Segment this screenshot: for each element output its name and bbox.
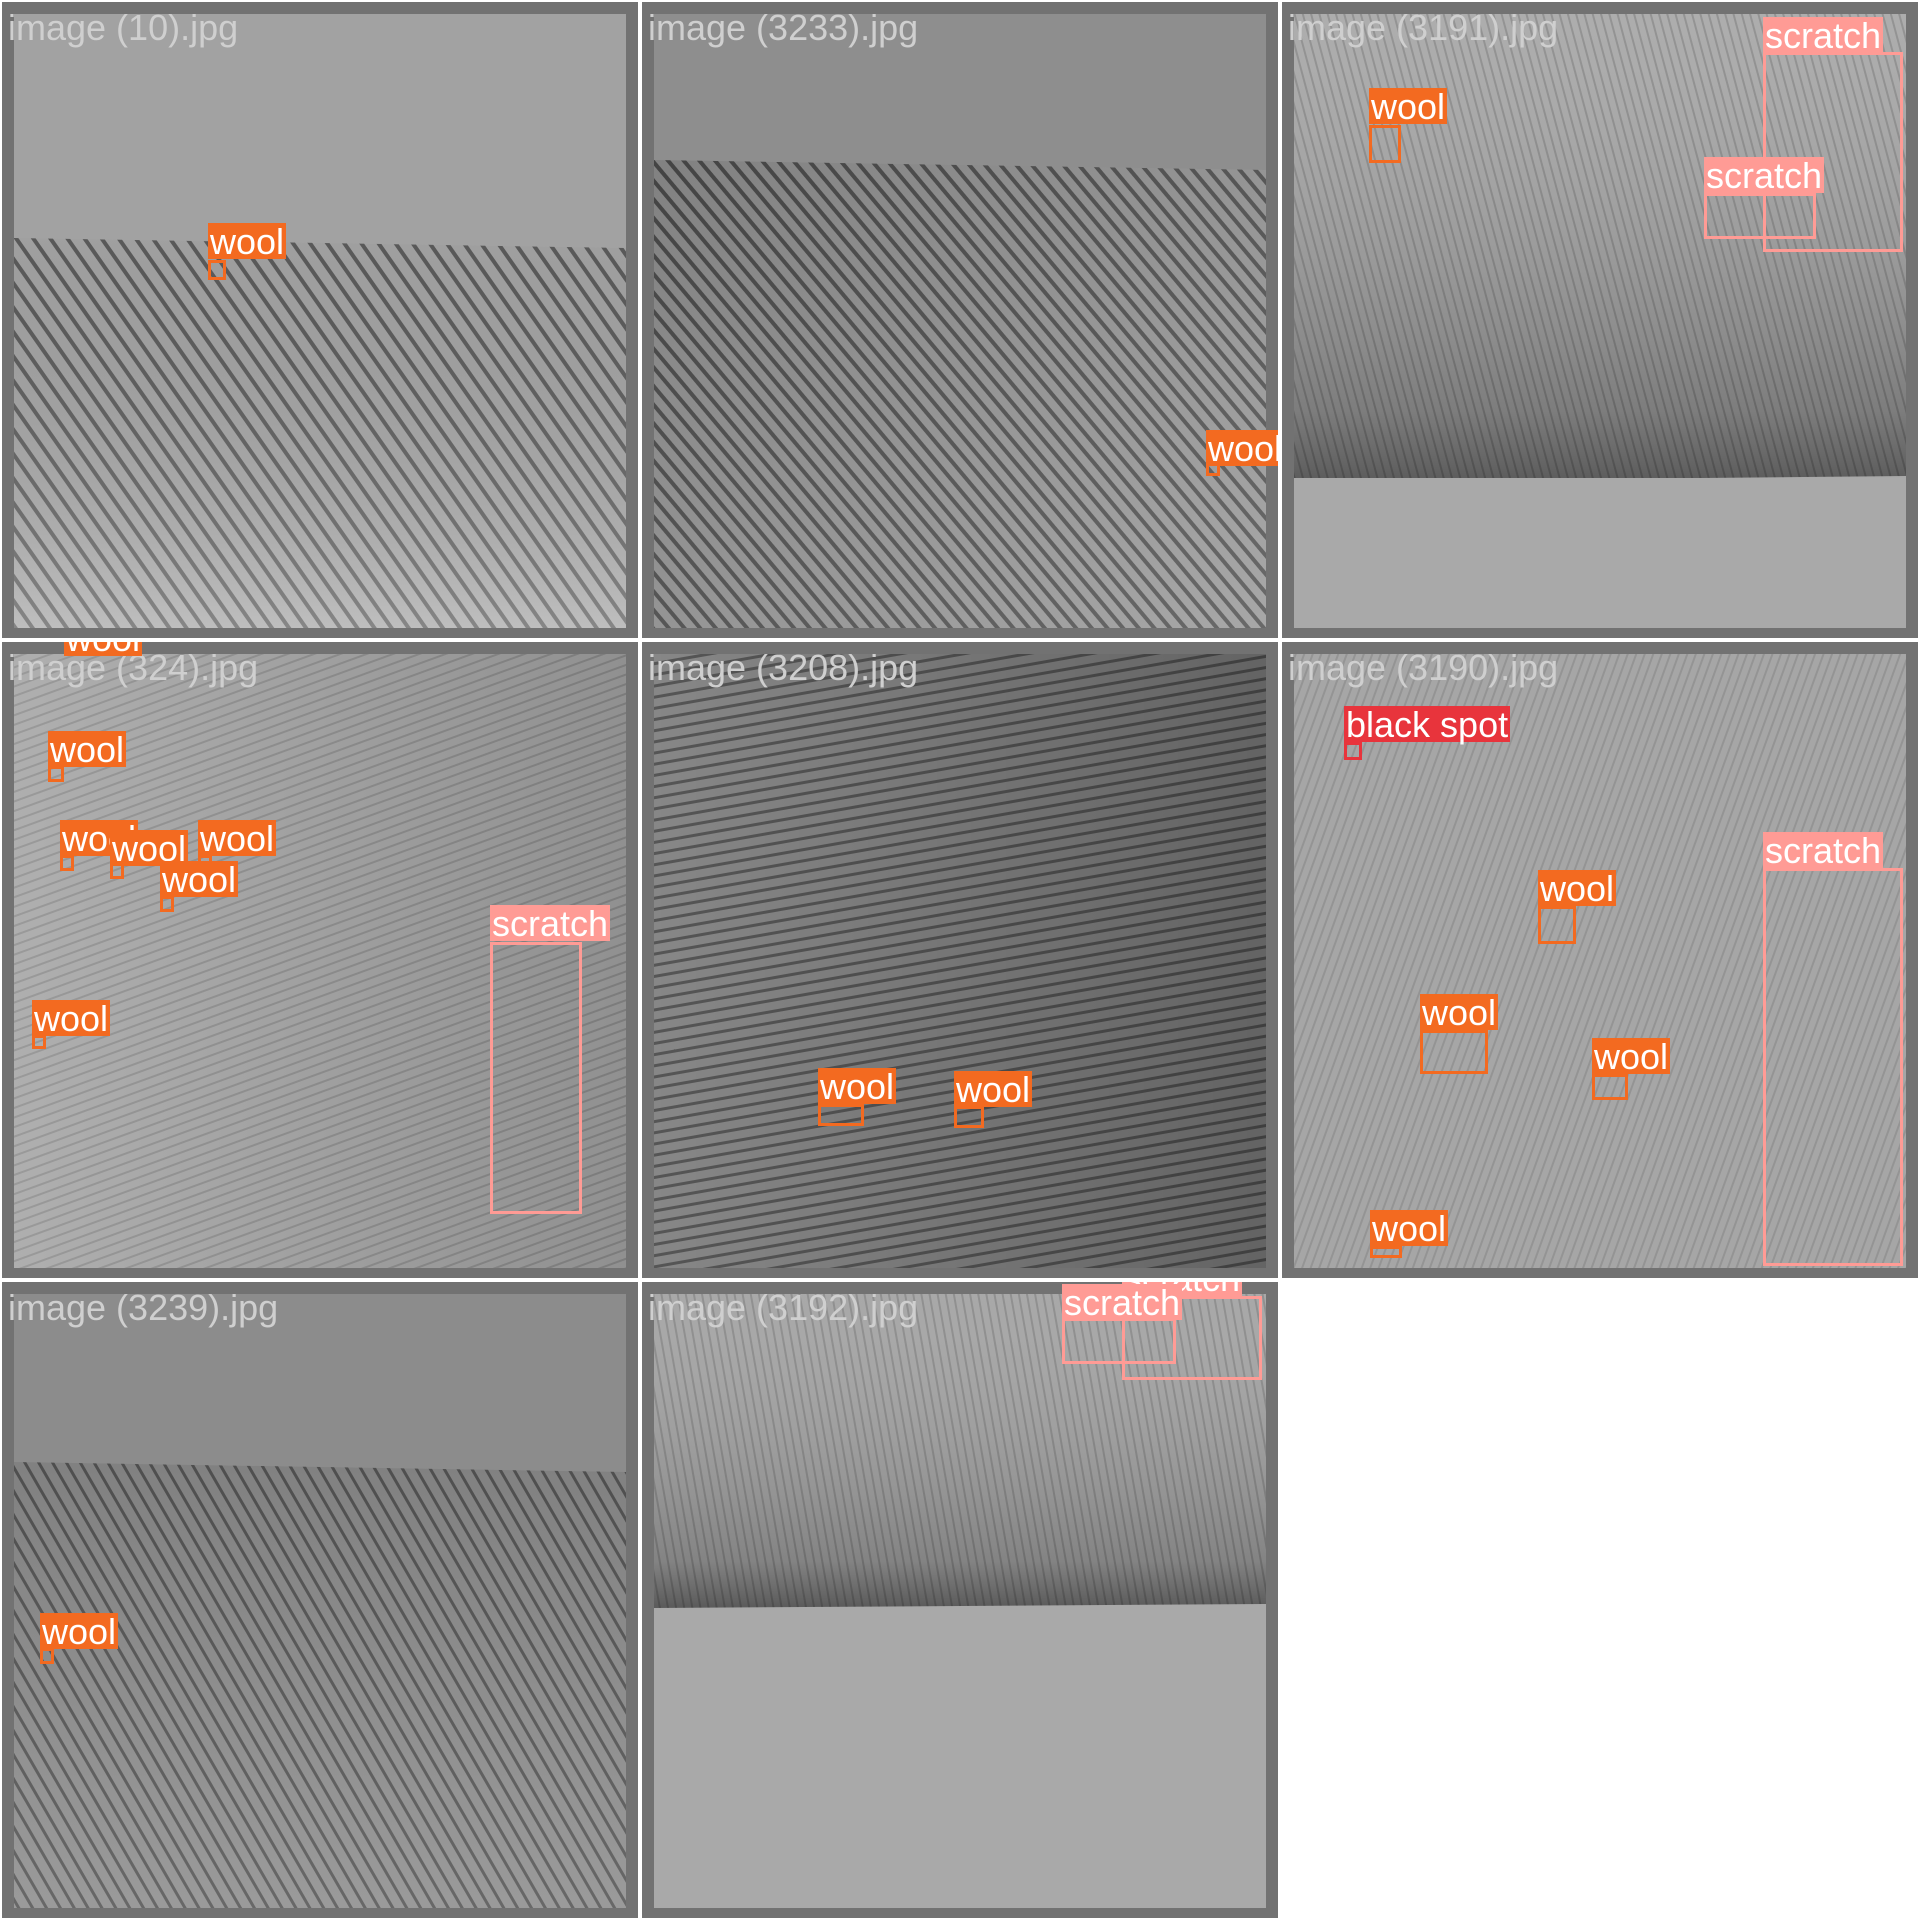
- tile-title: image (3233).jpg: [648, 7, 919, 48]
- tile-image-3190[interactable]: image (3190).jpg black spot wool wool wo…: [1282, 642, 1918, 1278]
- detection-box-wool[interactable]: [1370, 1246, 1402, 1258]
- lens-photo: [654, 14, 1266, 628]
- detection-box-wool[interactable]: [60, 855, 74, 871]
- detection-label: wool: [64, 642, 143, 658]
- detection-box-wool[interactable]: [1592, 1074, 1628, 1100]
- detection-label: wool: [32, 998, 111, 1039]
- tile-title: image (3192).jpg: [648, 1287, 919, 1328]
- tile-image-3208[interactable]: image (3208).jpg wool wool: [642, 642, 1278, 1278]
- detection-box-scratch[interactable]: [1704, 193, 1816, 239]
- detection-box-wool[interactable]: [160, 896, 174, 912]
- detection-box-scratch[interactable]: [1763, 52, 1903, 252]
- detection-box-wool[interactable]: [40, 1648, 54, 1664]
- tile-title: image (3190).jpg: [1288, 647, 1559, 688]
- tile-title: image (10).jpg: [8, 7, 239, 48]
- tile-image-324[interactable]: image (324).jpg wool wool wool wool wool…: [2, 642, 638, 1278]
- detection-label: scratch: [1763, 15, 1884, 56]
- detection-label: scratch: [1763, 830, 1884, 871]
- detection-label: wool: [198, 818, 277, 859]
- detection-label: scratch: [1062, 1282, 1183, 1323]
- detection-box-wool[interactable]: [1538, 906, 1576, 944]
- detection-label: wool: [1592, 1036, 1671, 1077]
- detection-box-wool[interactable]: [954, 1106, 984, 1128]
- detection-box-black-spot[interactable]: [1344, 742, 1362, 760]
- tile-image-3192[interactable]: image (3192).jpg scratch scratch: [642, 1282, 1278, 1918]
- detection-box-wool[interactable]: [1369, 125, 1401, 163]
- detection-box-scratch[interactable]: [1122, 1296, 1262, 1380]
- tile-image-10[interactable]: image (10).jpg wool: [2, 2, 638, 638]
- lens-photo: [14, 1294, 626, 1908]
- tile-image-3233[interactable]: image (3233).jpg wool: [642, 2, 1278, 638]
- detection-label: wool: [160, 859, 239, 900]
- tile-image-3239[interactable]: image (3239).jpg wool: [2, 1282, 638, 1918]
- detection-box-wool[interactable]: [48, 766, 64, 782]
- detection-box-wool[interactable]: [1420, 1030, 1488, 1074]
- lens-photo: [14, 14, 626, 628]
- detection-label: scratch: [1704, 155, 1825, 196]
- detection-label: wool: [40, 1611, 119, 1652]
- lens-photo: [1294, 14, 1906, 628]
- detection-box-scratch[interactable]: [490, 942, 582, 1214]
- detection-label: wool: [110, 828, 189, 869]
- detection-label: black spot: [1344, 704, 1511, 745]
- detection-box-scratch[interactable]: [1763, 868, 1903, 1266]
- detection-box-scratch[interactable]: [1062, 1318, 1176, 1364]
- detection-box-wool[interactable]: [208, 260, 226, 280]
- detection-box-wool[interactable]: [32, 1035, 46, 1049]
- tile-image-3191[interactable]: image (3191).jpg wool scratch scratch: [1282, 2, 1918, 638]
- lens-photo: [654, 654, 1266, 1268]
- detection-label: wool: [818, 1066, 897, 1107]
- detection-label: wool: [1538, 868, 1617, 909]
- tile-title: image (3239).jpg: [8, 1287, 279, 1328]
- detection-box-wool[interactable]: [818, 1104, 864, 1126]
- detection-label: wool: [1420, 992, 1499, 1033]
- lens-photo: [654, 1294, 1266, 1908]
- detection-label: wool: [1369, 86, 1448, 127]
- detection-label: wool: [208, 221, 287, 262]
- lens-photo: [1294, 654, 1906, 1268]
- tile-title: image (3191).jpg: [1288, 7, 1559, 48]
- detection-label: wool: [1370, 1208, 1449, 1249]
- detection-label: scratch: [490, 903, 611, 944]
- detection-label: wool: [1206, 430, 1278, 468]
- detection-label: wool: [48, 729, 127, 770]
- detection-label: wool: [954, 1069, 1033, 1110]
- tile-title: image (3208).jpg: [648, 647, 919, 688]
